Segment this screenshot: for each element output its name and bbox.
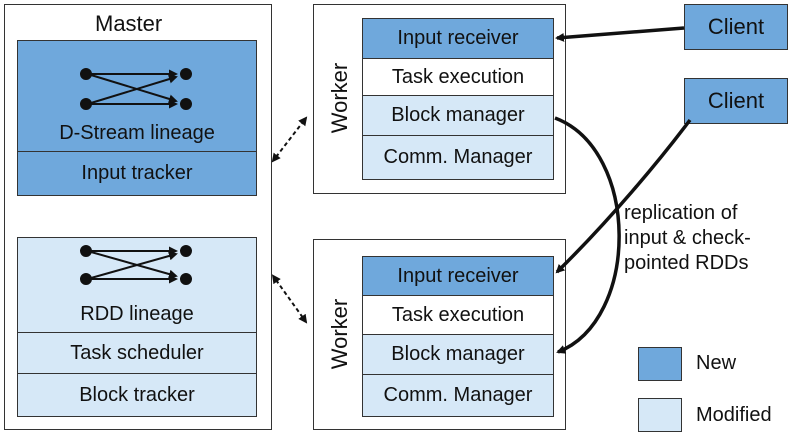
worker-1-input-receiver: Input receiver [362, 18, 554, 59]
worker-1-comm-manager: Comm. Manager [362, 135, 554, 180]
replication-note: replication of input & check- pointed RD… [624, 201, 751, 276]
worker-1-task-execution-label: Task execution [391, 65, 525, 88]
block-tracker-box: Block tracker [17, 373, 257, 417]
worker-2-input-receiver-label: Input receiver [397, 264, 519, 287]
worker-1-comm-manager-label: Comm. Manager [383, 146, 533, 168]
worker-2-block-manager: Block manager [362, 334, 554, 375]
task-scheduler-box: Task scheduler [17, 332, 257, 374]
worker-2-label: Worker [327, 298, 352, 370]
client-1-label: Client [707, 14, 765, 39]
rdd-lineage-label: RDD lineage [80, 303, 194, 325]
worker-2-block-manager-label: Block manager [391, 343, 525, 365]
replication-note-line-2: input & check- [624, 227, 751, 249]
dstream-lineage-box: D-Stream lineage [17, 40, 257, 152]
worker-2-input-receiver: Input receiver [362, 256, 554, 296]
replication-note-line-3: pointed RDDs [624, 252, 749, 274]
dstream-lineage-label: D-Stream lineage [59, 122, 215, 144]
worker-2-task-execution-label: Task execution [391, 303, 525, 326]
legend-modified-swatch [638, 398, 682, 432]
client-1-arrow [555, 26, 685, 42]
worker-1-block-manager: Block manager [362, 95, 554, 136]
worker-1-input-receiver-label: Input receiver [397, 27, 519, 49]
worker-2-comm-manager-label: Comm. Manager [383, 384, 533, 406]
master-title: Master [95, 11, 163, 36]
legend-new-label: New [696, 352, 737, 374]
input-tracker-label: Input tracker [81, 162, 193, 184]
worker-1-task-execution: Task execution [362, 58, 554, 96]
client-2-label: Client [707, 88, 765, 113]
legend-new-swatch [638, 347, 682, 381]
rdd-lineage-box: RDD lineage [17, 237, 257, 333]
worker-1-label: Worker [327, 62, 352, 134]
worker-1-block-manager-label: Block manager [391, 104, 525, 126]
task-scheduler-label: Task scheduler [70, 341, 204, 364]
client-1-box: Client [684, 4, 788, 50]
master-worker-1-link [271, 116, 308, 163]
master-worker-2-link [271, 274, 308, 324]
worker-2-comm-manager: Comm. Manager [362, 374, 554, 417]
replication-note-line-1: replication of [624, 202, 738, 224]
input-tracker-box: Input tracker [17, 151, 257, 196]
worker-2-task-execution: Task execution [362, 295, 554, 335]
client-2-box: Client [684, 78, 788, 124]
block-tracker-label: Block tracker [79, 383, 195, 406]
legend-modified-label: Modified [696, 404, 772, 426]
